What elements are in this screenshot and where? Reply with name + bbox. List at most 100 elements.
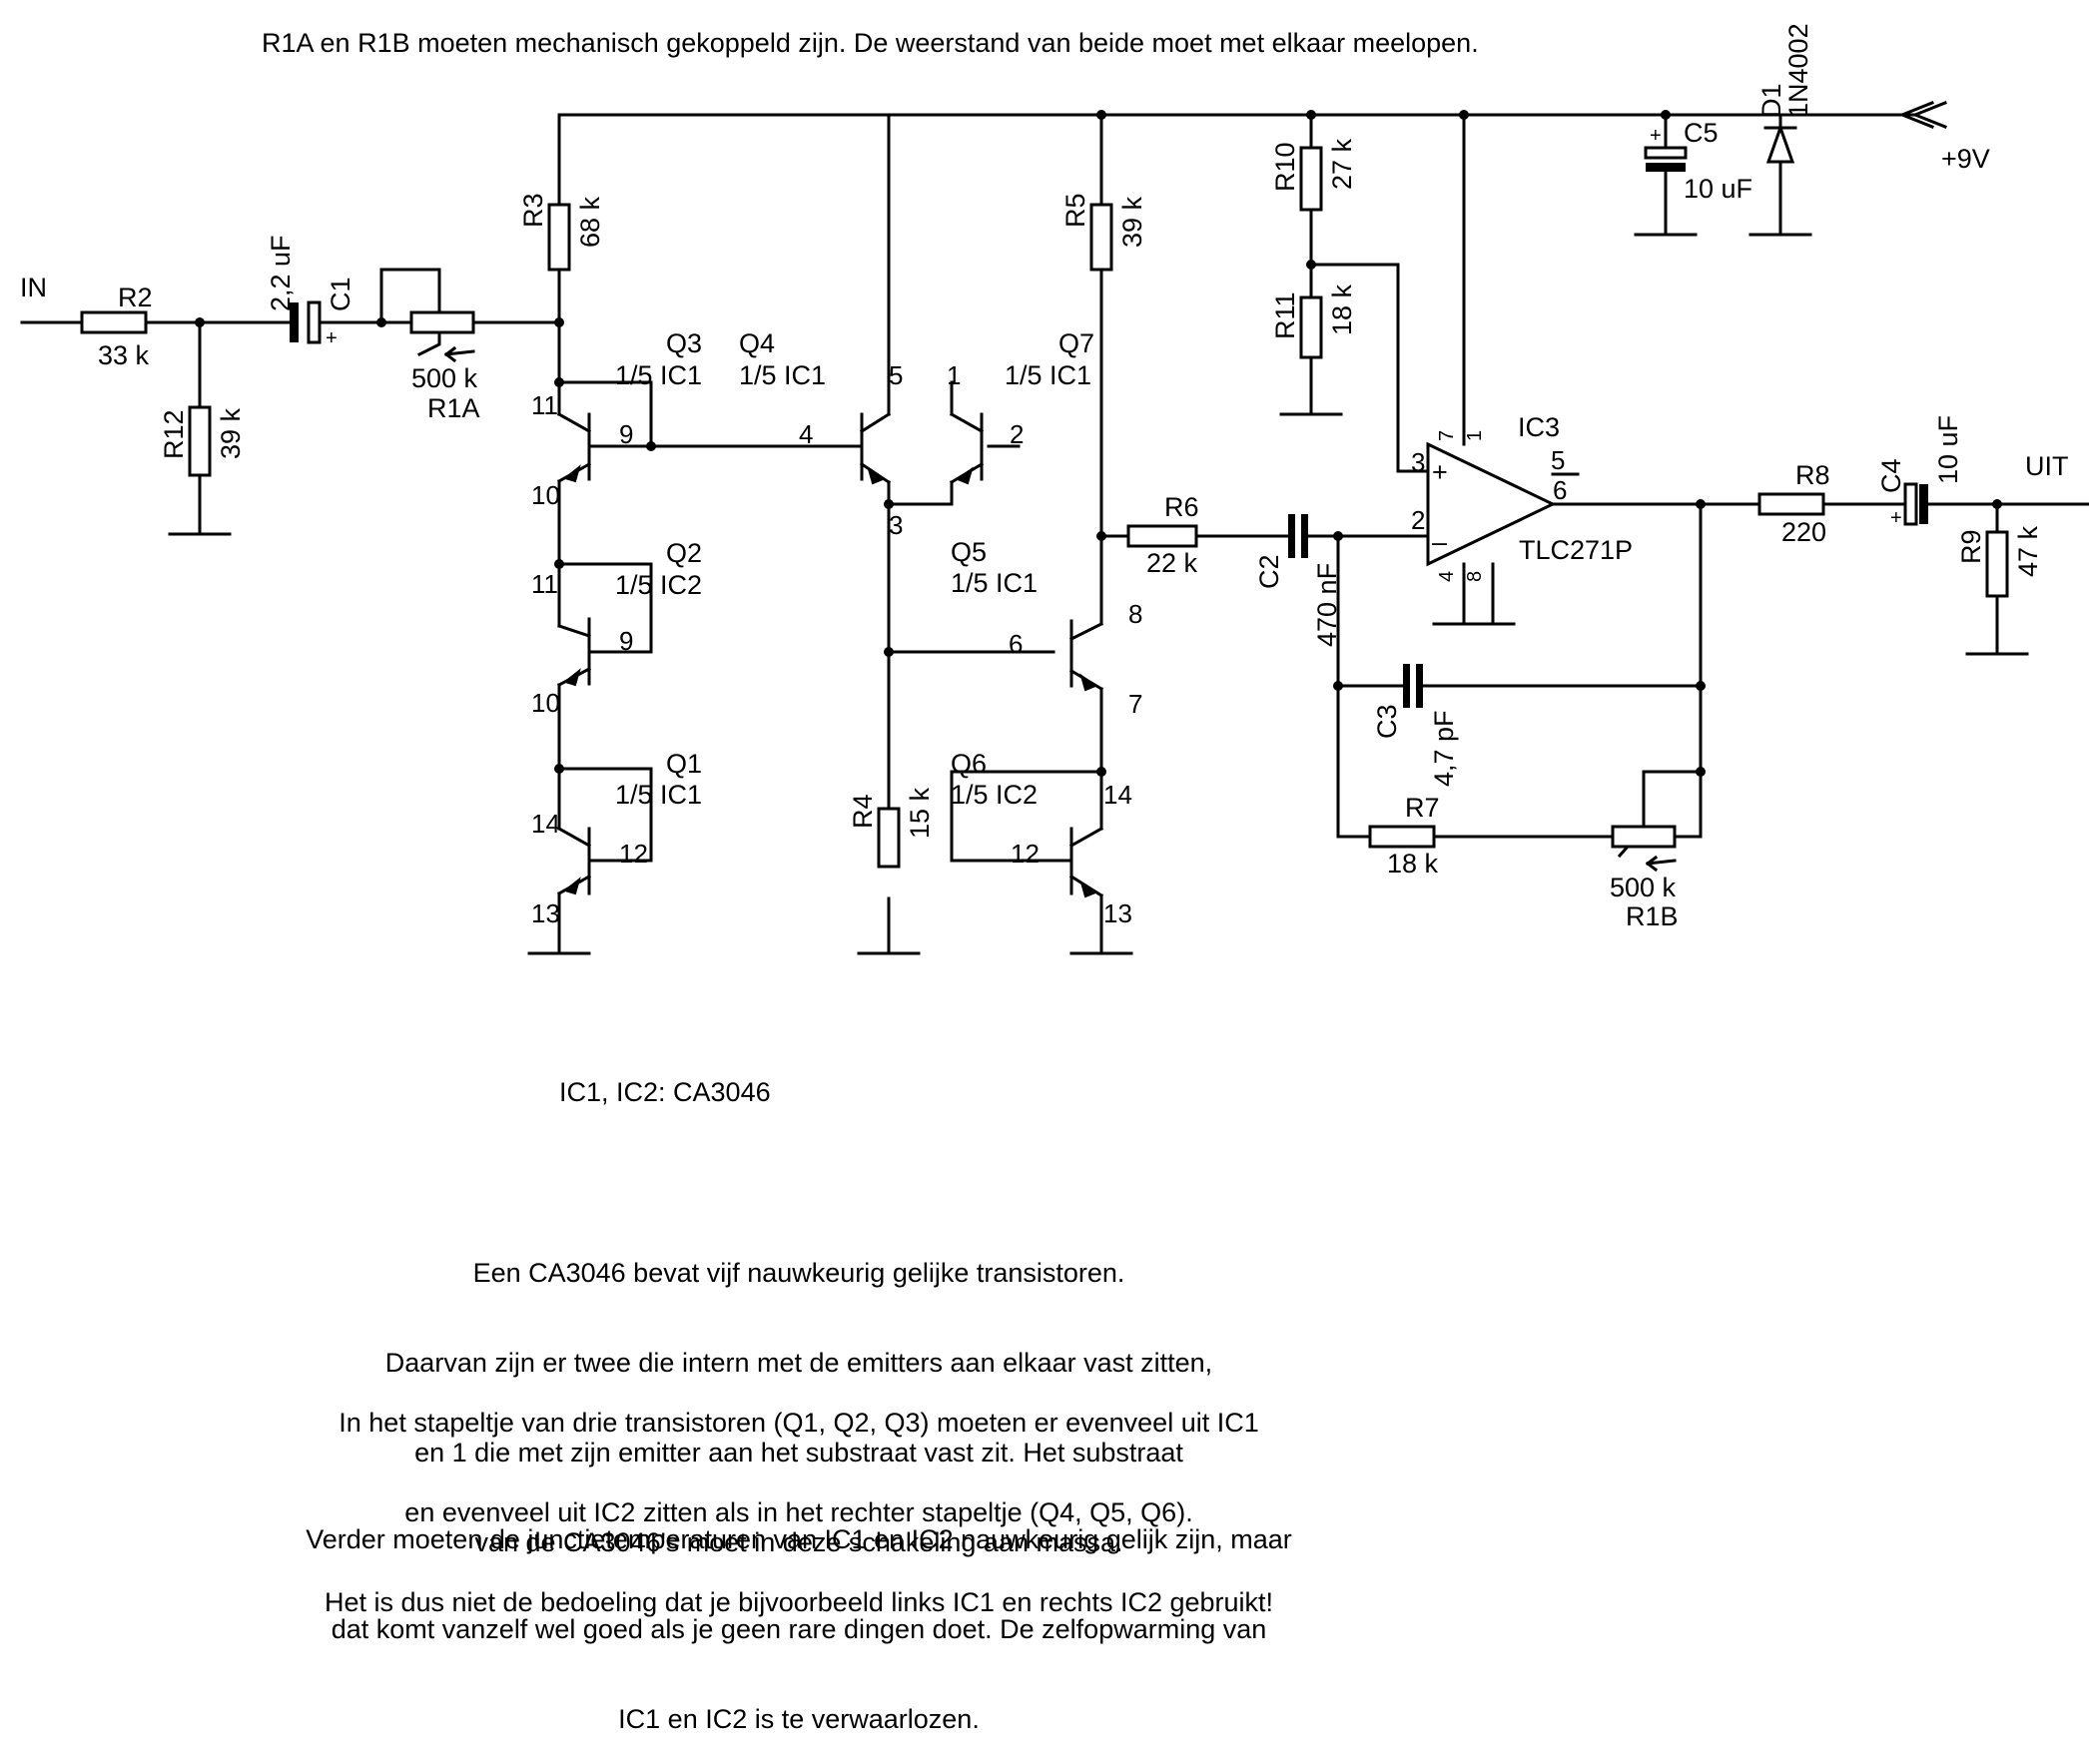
diode-d1 <box>1763 123 1797 164</box>
q3-pin-e: 10 <box>531 480 560 510</box>
q7-ref: Q7 <box>1058 328 1094 358</box>
description-paragraph-3: Verder moeten de junctietemperaturen van… <box>250 1465 1348 1764</box>
r8-ref: R8 <box>1795 460 1830 490</box>
q1-pin-c: 14 <box>531 809 560 839</box>
q3-pin-b: 9 <box>619 419 633 449</box>
transistor-q7 <box>949 411 985 485</box>
r2-ref: R2 <box>118 283 153 312</box>
junction-dots <box>195 110 2002 777</box>
r7-ref: R7 <box>1405 793 1440 823</box>
c4-value: 10 uF <box>1933 415 1963 484</box>
r3-value: 68 k <box>575 196 605 248</box>
resistor-r1b <box>1611 825 1677 849</box>
port-out-label: UIT <box>2025 451 2069 481</box>
c3-ref: C3 <box>1372 704 1402 739</box>
r6-ref: R6 <box>1164 492 1199 522</box>
r10-value: 27 k <box>1327 138 1357 190</box>
ic3-ref: IC3 <box>1518 412 1560 442</box>
resistor-r8 <box>1757 492 1825 516</box>
paragraph-3-line: IC1 en IC2 is te verwaarlozen. <box>618 1704 980 1734</box>
paragraph-1-line: Een CA3046 bevat vijf nauwkeurig gelijke… <box>472 1258 1125 1288</box>
transistor-q1 <box>556 826 592 896</box>
d1-value: 1N4002 <box>1783 23 1813 118</box>
c5-value: 10 uF <box>1684 174 1752 204</box>
op-pin-minus: 2 <box>1411 505 1425 535</box>
q4-ref: Q4 <box>739 328 775 358</box>
r10-ref: R10 <box>1270 142 1300 192</box>
op-pin-plus: 3 <box>1411 447 1425 477</box>
paragraph-3-line: dat komt vanzelf wel goed als je geen ra… <box>331 1614 1267 1644</box>
paragraph-2-line: en evenveel uit IC2 zitten als in het re… <box>404 1497 1193 1527</box>
capacitors <box>290 146 1928 708</box>
opamp-ic3 <box>1426 441 1557 567</box>
r5-value: 39 k <box>1117 196 1147 248</box>
q5-pin-b: 6 <box>1009 629 1023 659</box>
op-pin-out: 6 <box>1553 475 1567 505</box>
coupling-note: R1A en R1B moeten mechanisch gekoppeld z… <box>262 28 1479 58</box>
c4-ref: C4 <box>1876 458 1906 493</box>
capacitor-c1 <box>290 302 299 342</box>
transistors <box>556 411 1104 898</box>
capacitor-c4 <box>1903 482 1918 526</box>
r3-ref: R3 <box>518 193 548 228</box>
transistor-q6 <box>1068 826 1104 898</box>
ground-symbols <box>168 233 2029 955</box>
resistor-r2 <box>80 310 148 334</box>
op-plus-sign: + <box>1432 457 1448 487</box>
transistor-q2 <box>556 617 592 688</box>
r1b-value: 500 k <box>1610 873 1677 902</box>
q7-pin-b: 2 <box>1010 419 1024 449</box>
paragraph-1-line: en 1 die met zijn emitter aan het substr… <box>414 1438 1183 1468</box>
capacitor-c3 <box>1403 664 1410 708</box>
c1-value: 2,2 uF <box>266 235 296 311</box>
q5-part: 1/5 IC1 <box>951 568 1038 598</box>
op-pin-4: 4 <box>1436 571 1458 582</box>
port-in-label: IN <box>20 273 47 302</box>
r7-value: 18 k <box>1387 849 1439 879</box>
d1-ref: D1 <box>1756 83 1786 118</box>
r4-value: 15 k <box>905 787 935 839</box>
q3-ref: Q3 <box>666 328 702 358</box>
q6-pin-c: 14 <box>1103 780 1132 810</box>
r12-value: 39 k <box>216 407 246 459</box>
q5-pin-e: 7 <box>1128 689 1142 719</box>
paragraph-2-line: In het stapeltje van drie transistoren (… <box>339 1408 1259 1438</box>
resistor-r3 <box>547 203 571 272</box>
q4-pin-b: 4 <box>799 419 813 449</box>
port-supply-label: +9V <box>1941 144 1990 174</box>
op-pin-1: 1 <box>1464 430 1486 441</box>
resistor-r4 <box>877 807 901 869</box>
q2-pin-c: 11 <box>531 569 558 599</box>
ic3-value: TLC271P <box>1519 535 1633 565</box>
paragraph-3-line: Verder moeten de junctietemperaturen van… <box>306 1524 1292 1554</box>
q6-pin-e: 13 <box>1103 898 1132 928</box>
q6-part: 1/5 IC2 <box>951 780 1038 810</box>
description-paragraph-1: Een CA3046 bevat vijf nauwkeurig gelijke… <box>250 1198 1348 1587</box>
r4-ref: R4 <box>848 794 878 829</box>
r5-ref: R5 <box>1060 193 1090 228</box>
resistor-r1a <box>409 310 475 334</box>
resistor-r7 <box>1368 825 1436 849</box>
q1-pin-b: 12 <box>619 839 648 869</box>
transistor-q5 <box>1068 619 1104 692</box>
op-minus-sign: – <box>1432 527 1447 557</box>
q4-part: 1/5 IC1 <box>739 360 826 390</box>
c4-plus-sign: + <box>1890 507 1902 529</box>
circuit-schematic: IN UIT +9V R2 33 k R12 39 k 2,2 uF C1 + … <box>20 23 2089 955</box>
q3-part: 1/5 IC1 <box>615 360 702 390</box>
r1a-value: 500 k <box>411 363 478 393</box>
transistor-q4 <box>859 411 892 485</box>
resistor-r6 <box>1126 524 1198 548</box>
capacitor-c5 <box>1644 146 1688 160</box>
r1b-ref: R1B <box>1626 901 1679 931</box>
paragraph-1-line: van de CA3046's moet in deze schakeling … <box>474 1527 1123 1557</box>
wires <box>20 101 2089 955</box>
q6-ref: Q6 <box>951 749 987 779</box>
q1-part: 1/5 IC1 <box>615 780 702 810</box>
c5-plus-sign: + <box>1650 125 1662 147</box>
resistor-r10 <box>1299 146 1323 212</box>
q2-ref: Q2 <box>666 538 702 568</box>
r1a-ref: R1A <box>427 393 480 423</box>
paragraph-1-line: Daarvan zijn er twee die intern met de e… <box>384 1348 1213 1378</box>
supply-arrow <box>1910 101 1947 129</box>
